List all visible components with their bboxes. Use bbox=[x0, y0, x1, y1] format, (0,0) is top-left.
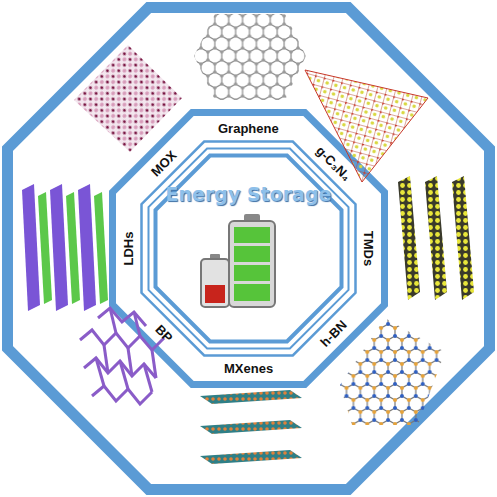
ldh-layer bbox=[50, 184, 68, 311]
battery-cell bbox=[234, 246, 270, 262]
battery-cell bbox=[234, 284, 270, 301]
tmd-layer bbox=[452, 176, 474, 300]
battery-cell bbox=[234, 227, 270, 243]
material-label: TMDs bbox=[361, 231, 376, 266]
mxene-layer bbox=[200, 420, 302, 434]
ring-line bbox=[142, 142, 356, 356]
battery-cell bbox=[205, 285, 225, 303]
bp-structure bbox=[80, 308, 164, 404]
mxene-layer bbox=[200, 390, 302, 404]
ldh-layer bbox=[22, 184, 40, 311]
tmd-layer bbox=[398, 176, 420, 300]
ldh-layer bbox=[94, 192, 108, 304]
ldh-layer bbox=[66, 192, 80, 304]
inner-octagon bbox=[113, 113, 385, 385]
material-label: Graphene bbox=[218, 121, 279, 136]
material-label: BP bbox=[152, 322, 175, 345]
material-label: LDHs bbox=[121, 232, 136, 266]
outer-octagon bbox=[8, 8, 490, 490]
battery-body bbox=[229, 221, 275, 307]
tmd-layer bbox=[425, 176, 447, 300]
ring-line bbox=[149, 149, 349, 349]
graphene-lattice bbox=[190, 10, 310, 105]
mxene-layer bbox=[200, 450, 302, 464]
ldh-layer bbox=[78, 184, 96, 311]
battery-body bbox=[201, 259, 229, 307]
battery-cell bbox=[234, 265, 270, 281]
gcn-lattice bbox=[305, 70, 428, 182]
material-label: MXenes bbox=[224, 361, 273, 376]
octagon-outline bbox=[153, 153, 344, 344]
center-octagon: Energy Storage bbox=[153, 153, 344, 344]
node-title: Energy Storage bbox=[153, 183, 344, 205]
ldh-layer bbox=[38, 192, 52, 304]
hbn-lattice bbox=[335, 312, 450, 430]
mox-lattice bbox=[74, 45, 182, 152]
